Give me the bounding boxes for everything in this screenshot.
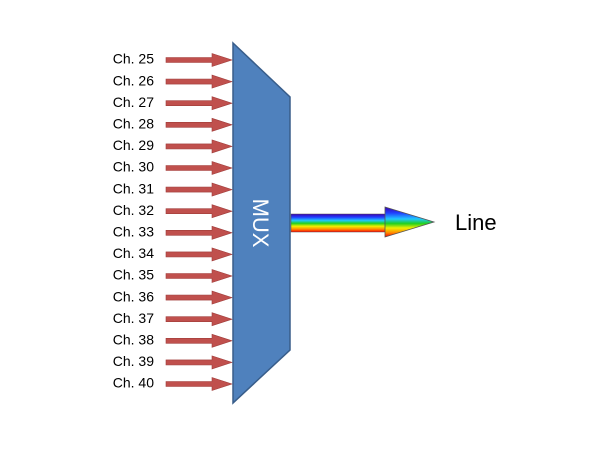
mux-label: MUX [248,199,273,248]
input-arrow [165,182,233,197]
channel-label: Ch. 40 [113,375,154,391]
input-arrow [165,355,233,370]
input-arrow [165,53,233,67]
input-arrow [165,139,233,154]
channel-label: Ch. 37 [113,310,154,326]
channel-label: Ch. 34 [113,245,154,261]
input-arrow [165,204,233,219]
input-arrow [165,117,233,132]
input-arrow [165,74,233,89]
channel-label: Ch. 31 [113,180,154,196]
input-arrow [165,290,233,305]
input-arrow [165,161,233,175]
channel-label: Ch. 36 [113,288,154,304]
input-arrow [165,269,233,283]
channel-labels: Ch. 25 Ch. 26 Ch. 27 Ch. 28 Ch. 29 Ch. 30 Ch. … [113,51,154,391]
channel-label: Ch. 25 [113,51,154,67]
input-arrow [165,247,233,262]
input-arrow [165,377,233,391]
channel-label: Ch. 26 [113,72,154,88]
channel-label: Ch. 39 [113,353,154,369]
channel-label: Ch. 33 [113,224,154,240]
channel-label: Ch. 30 [113,159,154,175]
output-line-label: Line [455,210,497,235]
channel-label: Ch. 29 [113,137,154,153]
channel-label: Ch. 38 [113,332,154,348]
input-arrow [165,225,233,240]
mux-block [232,41,291,405]
output-arrow-head [384,206,436,238]
input-arrow [165,96,233,111]
input-arrow [165,312,233,327]
channel-label: Ch. 28 [113,116,154,132]
output-arrow [290,206,436,238]
channel-label: Ch. 32 [113,202,154,218]
channel-label: Ch. 35 [113,267,154,283]
input-arrow [165,333,233,348]
channel-label: Ch. 27 [113,94,154,110]
output-arrow-shaft [290,213,390,233]
input-arrows [165,53,233,391]
